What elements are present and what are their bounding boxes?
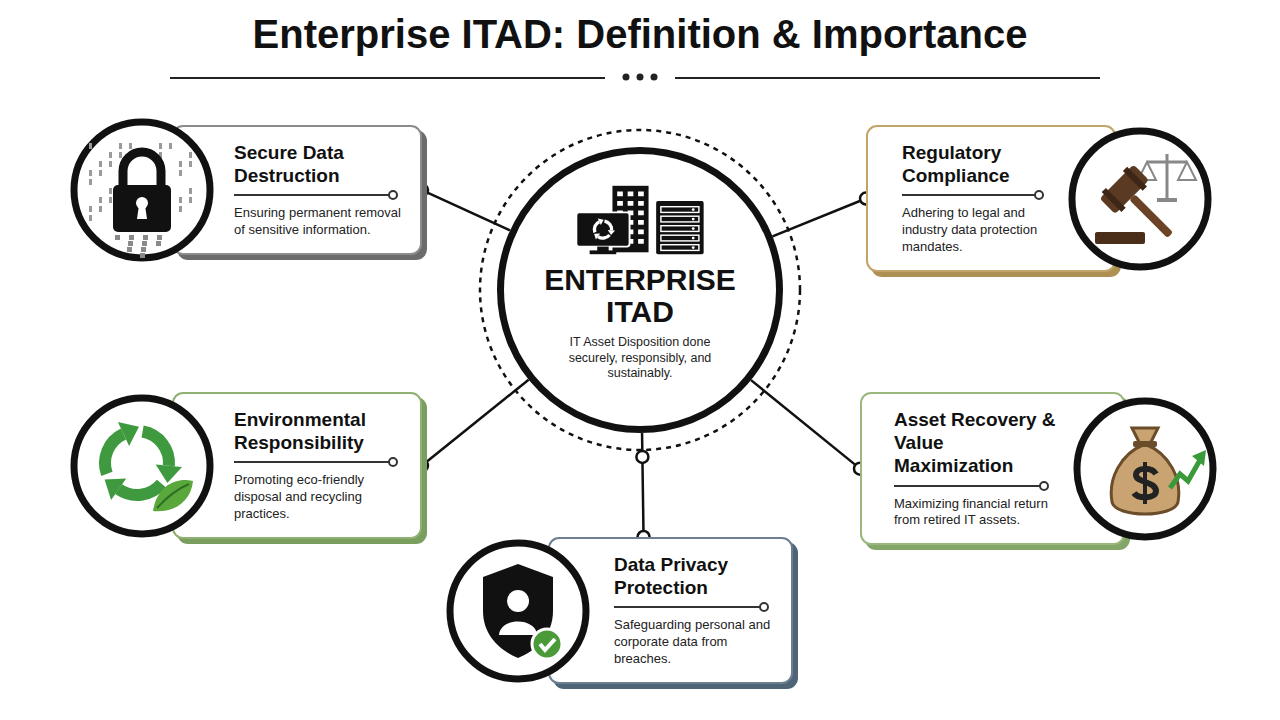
connector [636, 433, 649, 543]
diagram-title: Enterprise ITAD: Definition & Importance [0, 12, 1280, 57]
connector-line [751, 380, 860, 469]
heading-rule [614, 606, 763, 608]
heading-rule [894, 485, 1043, 487]
connector-line [773, 199, 866, 237]
connector [773, 193, 872, 237]
connector-dot [636, 451, 648, 463]
heading-rule [234, 461, 392, 463]
connector [751, 380, 866, 475]
feature-card: Asset Recovery & Value MaximizationMaxim… [860, 392, 1125, 545]
rule-dot [388, 190, 398, 200]
hub-description: IT Asset Disposition done securely, resp… [551, 335, 729, 382]
hub-circle: ENTERPRISE ITAD IT Asset Disposition done… [497, 147, 783, 433]
rule-dot [1034, 190, 1044, 200]
building-icon [565, 182, 715, 258]
connector [416, 184, 510, 230]
title-rule [675, 77, 1100, 79]
card-heading: Environmental Responsibility [234, 408, 406, 454]
dashed-ring [480, 130, 800, 450]
recycle-icon [67, 391, 217, 541]
card-heading: Secure Data Destruction [234, 141, 406, 187]
feature-card: Secure Data DestructionEnsuring permanen… [172, 125, 422, 255]
card-heading: Asset Recovery & Value Maximization [894, 408, 1057, 478]
connector [416, 380, 529, 472]
title-dot [623, 74, 630, 81]
shield-icon [443, 536, 593, 686]
card-description: Promoting eco-friendly disposal and recy… [234, 472, 406, 523]
feature-card: Environmental ResponsibilityPromoting ec… [172, 392, 422, 539]
card-heading: Regulatory Compliance [902, 141, 1052, 187]
title-rule [170, 77, 605, 79]
lock-icon [67, 115, 217, 265]
card-description: Ensuring permanent removal of sensitive … [234, 205, 406, 239]
card-description: Maximizing financial return from retired… [894, 496, 1057, 530]
gavel-icon [1065, 124, 1215, 274]
feature-card: Data Privacy ProtectionSafeguarding pers… [548, 537, 793, 684]
title-dot [637, 74, 644, 81]
connector-line [422, 380, 529, 466]
heading-rule [234, 194, 392, 196]
heading-rule [902, 194, 1038, 196]
title-dot [651, 74, 658, 81]
money-icon [1070, 394, 1220, 544]
card-heading: Data Privacy Protection [614, 553, 777, 599]
card-description: Safeguarding personal and corporate data… [614, 617, 777, 668]
hub-title: ENTERPRISE ITAD [535, 264, 745, 327]
connector-line [642, 433, 643, 537]
connector-line [422, 190, 510, 230]
card-description: Adhering to legal and industry data prot… [902, 205, 1052, 256]
feature-card: Regulatory ComplianceAdhering to legal a… [866, 125, 1116, 272]
rule-dot [1039, 481, 1049, 491]
rule-dot [388, 457, 398, 467]
rule-dot [759, 602, 769, 612]
